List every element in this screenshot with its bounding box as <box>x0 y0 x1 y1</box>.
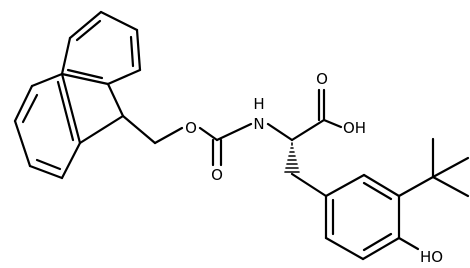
svg-text:OH: OH <box>343 119 366 137</box>
tert-butyl-bonds <box>397 137 470 198</box>
amide-h: H <box>253 95 264 113</box>
stereo-hashed-wedge <box>284 142 300 173</box>
svg-text:O: O <box>185 119 197 137</box>
svg-text:O: O <box>316 70 328 88</box>
svg-text:O: O <box>211 166 223 184</box>
fluorene-top-ring <box>60 10 142 86</box>
phenol-ring <box>324 173 401 261</box>
atom-label-amide-nitrogen: H N <box>253 95 264 133</box>
fluorene-left-ring <box>13 72 82 180</box>
atom-label-acid-hydroxyl: OH <box>343 119 366 137</box>
side-chain-bonds <box>290 172 328 198</box>
atom-label-fmoc-ester-oxygen: O <box>185 119 197 137</box>
phenol-oh-bond <box>397 236 420 251</box>
atom-label-acid-carbonyl-oxygen: O <box>316 70 328 88</box>
svg-text:HO: HO <box>420 248 443 266</box>
amino-acid-core-bonds <box>290 88 343 142</box>
atom-label-phenol-hydroxyl: HO <box>420 248 443 266</box>
atom-label-carbamate-oxygen: O <box>211 166 223 184</box>
fmoc-linker-bonds <box>121 114 294 167</box>
fluorene-five-ring <box>78 82 125 145</box>
amide-n: N <box>253 115 264 133</box>
